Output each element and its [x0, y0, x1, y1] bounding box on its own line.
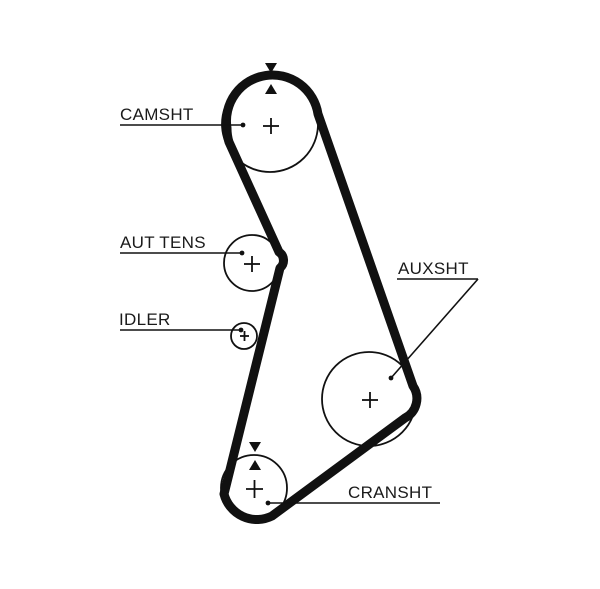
idler-leader [120, 327, 244, 333]
idler-label: IDLER [119, 310, 171, 329]
auto-tensioner-leader [120, 250, 245, 256]
auto-tensioner-label: AUT TENS [120, 233, 206, 252]
timing-belt [219, 70, 422, 524]
crankshaft-leader [265, 500, 440, 506]
camshaft-center-mark [263, 118, 279, 134]
camshaft-leader [120, 122, 246, 128]
idler-center-mark [240, 331, 249, 341]
auto-tensioner-center-mark [244, 256, 260, 272]
crankshaft-center-mark [246, 480, 263, 498]
idler-pulley [230, 322, 258, 350]
crankshaft-timing-mark-icon [249, 442, 261, 470]
auxiliary-shaft-leader [388, 278, 479, 381]
auxiliary-shaft-label: AUXSHT [398, 259, 469, 278]
auxiliary-shaft-center-mark [362, 392, 378, 408]
crankshaft-label: CRANSHT [348, 483, 432, 502]
camshaft-label: CAMSHT [120, 105, 194, 124]
camshaft-timing-mark-icon [265, 63, 277, 94]
